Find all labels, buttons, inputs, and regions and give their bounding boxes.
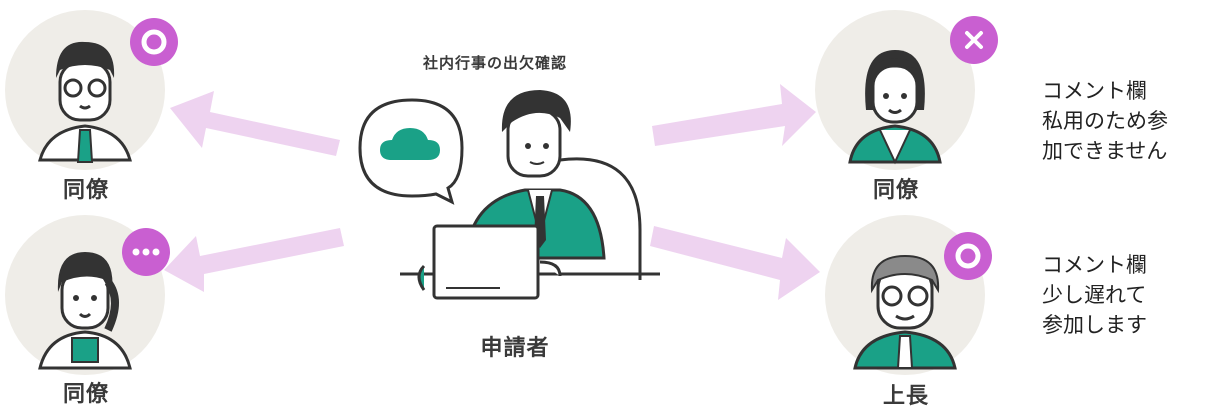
colleague-top-left-label: 同僚	[62, 178, 109, 203]
status-badge-top-left	[130, 18, 178, 66]
status-badge-bottom-left	[122, 228, 170, 276]
circle-ok-icon	[141, 29, 167, 55]
person-colleague-top-right	[815, 10, 975, 170]
arrow-to-top-left	[170, 91, 340, 156]
comment-line: コメント欄	[1042, 79, 1147, 103]
arrow-to-bottom-left	[164, 228, 344, 292]
diagram-title: 社内行事の出欠確認	[422, 54, 567, 72]
boss-label: 上長	[882, 384, 929, 409]
applicant-label: 申請者	[480, 336, 550, 361]
speech-bubble	[358, 98, 464, 205]
person-colleague-top-left	[5, 10, 165, 170]
status-badge-top-right	[950, 16, 998, 64]
status-badge-bottom-right	[944, 232, 992, 280]
arrow-to-top-right	[652, 84, 816, 146]
person-applicant	[400, 90, 660, 300]
arrows	[164, 84, 820, 300]
ellipsis-icon	[132, 248, 160, 256]
cloud-icon	[380, 128, 440, 160]
comment-bottom-right: コメント欄 少し遅れて 参加します	[1042, 250, 1206, 340]
colleague-bottom-left-label: 同僚	[62, 382, 109, 407]
comment-line: 参加します	[1042, 313, 1147, 337]
arrow-to-bottom-right	[650, 226, 820, 300]
circle-ok-icon	[955, 243, 981, 269]
comment-line: 加できません	[1042, 139, 1168, 163]
colleague-top-right-label: 同僚	[872, 178, 919, 203]
comment-line: コメント欄	[1042, 253, 1147, 277]
cross-icon	[965, 31, 983, 49]
comment-top-right: コメント欄 私用のため参 加できません	[1042, 76, 1206, 166]
comment-line: 少し遅れて	[1042, 283, 1147, 307]
comment-line: 私用のため参	[1042, 109, 1168, 133]
